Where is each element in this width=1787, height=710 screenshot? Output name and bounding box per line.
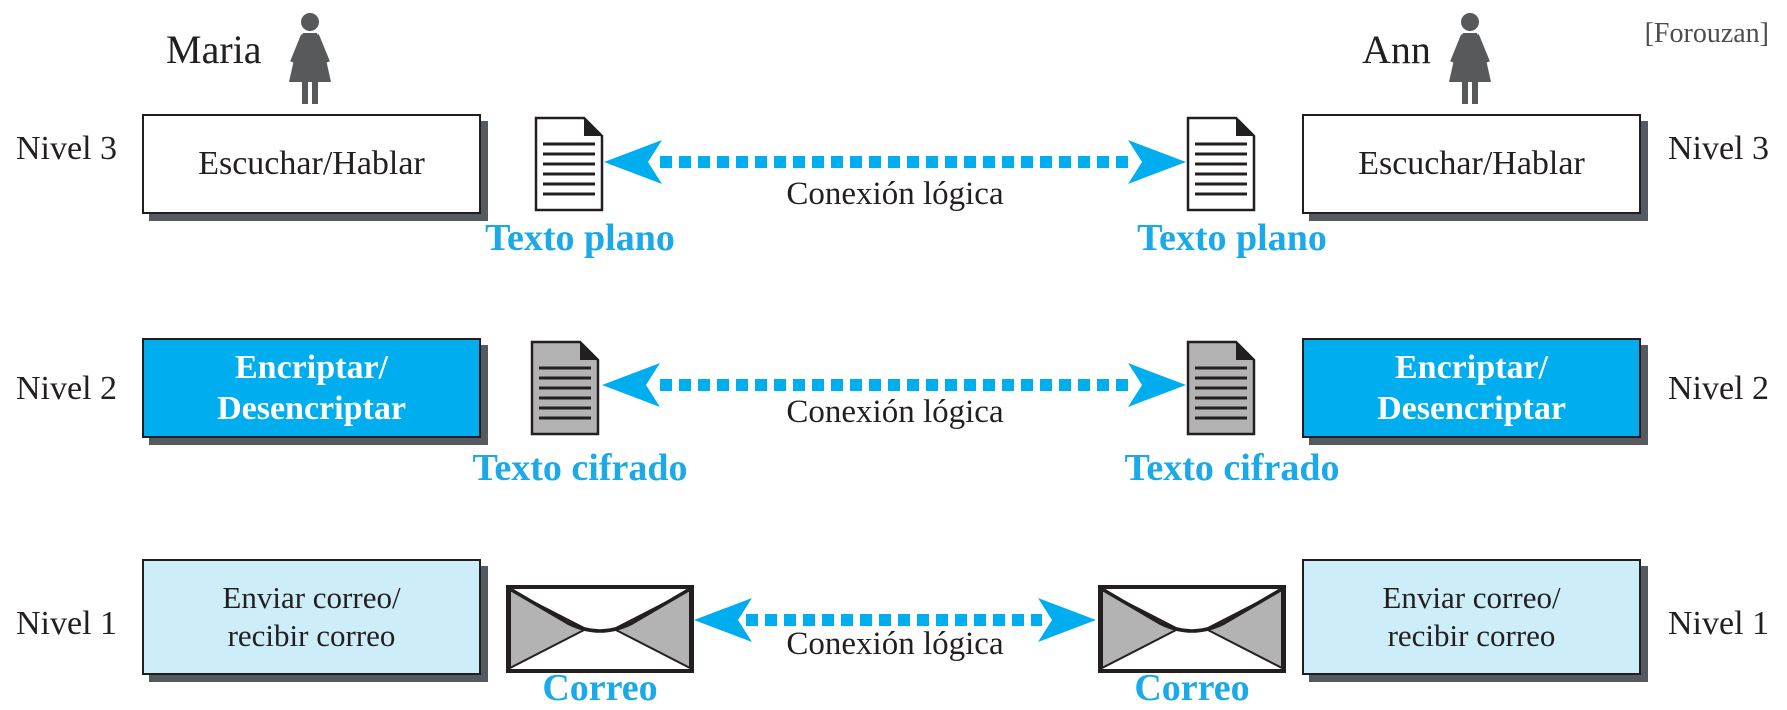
- level-1-box-left: Enviar correo/ recibir correo: [142, 559, 481, 675]
- person-name-left: Maria: [166, 27, 262, 72]
- logical-connection-label-2: Conexión lógica: [786, 394, 1004, 430]
- level-1-box-right-line-2: recibir correo: [1387, 618, 1556, 653]
- person-icon-right: [1447, 11, 1493, 106]
- level-2-box-right-line-1: Encriptar/: [1395, 348, 1548, 386]
- level-2-label-right: Nivel 2: [1668, 370, 1770, 407]
- envelope-icon-left: [506, 585, 694, 673]
- logical-connection-label-3: Conexión lógica: [786, 176, 1004, 212]
- level-1-box-left-line-2: recibir correo: [227, 618, 396, 653]
- level-2-box-left-line-2: Desencriptar: [217, 390, 406, 427]
- caption-mail-left: Correo: [542, 667, 658, 709]
- caption-ciphertext-left: Texto cifrado: [472, 447, 688, 489]
- encrypted-document-icon-right: [1186, 340, 1256, 436]
- level-1-label-right: Nivel 1: [1668, 605, 1770, 642]
- level-1-box-right: Enviar correo/ recibir correo: [1302, 559, 1641, 675]
- level-3-box-left-text: Escuchar/Hablar: [198, 145, 425, 183]
- document-icon-left: [534, 116, 604, 212]
- document-icon-right: [1186, 116, 1256, 212]
- caption-plaintext-right: Texto plano: [1137, 217, 1327, 259]
- level-2-box-left-line-1: Encriptar/: [235, 348, 388, 386]
- level-2-label-left: Nivel 2: [16, 370, 118, 407]
- level-3-box-right-text: Escuchar/Hablar: [1358, 145, 1585, 183]
- logical-connection-arrow-2: [602, 363, 1186, 407]
- logical-connection-arrow-3: [604, 140, 1186, 184]
- level-2-box-left: Encriptar/ Desencriptar: [142, 338, 481, 438]
- level-3-box-right: Escuchar/Hablar: [1302, 114, 1641, 214]
- logical-connection-arrow-1: [694, 598, 1096, 642]
- envelope-icon-right: [1098, 585, 1286, 673]
- caption-plaintext-left: Texto plano: [485, 217, 675, 259]
- level-3-box-left: Escuchar/Hablar: [142, 114, 481, 214]
- level-3-label-left: Nivel 3: [16, 130, 118, 167]
- encrypted-document-icon-left: [530, 340, 600, 436]
- level-1-box-left-line-1: Enviar correo/: [222, 580, 401, 616]
- logical-connection-label-1: Conexión lógica: [786, 626, 1004, 662]
- level-3-label-right: Nivel 3: [1668, 130, 1770, 167]
- level-1-box-right-line-1: Enviar correo/: [1382, 580, 1561, 616]
- level-2-box-right-line-2: Desencriptar: [1377, 390, 1566, 427]
- person-name-right: Ann: [1362, 27, 1431, 72]
- person-icon-left: [287, 11, 333, 106]
- caption-ciphertext-right: Texto cifrado: [1124, 447, 1340, 489]
- level-2-box-right: Encriptar/ Desencriptar: [1302, 338, 1641, 438]
- level-1-label-left: Nivel 1: [16, 605, 118, 642]
- source-label: [Forouzan]: [1644, 18, 1769, 49]
- caption-mail-right: Correo: [1134, 667, 1250, 709]
